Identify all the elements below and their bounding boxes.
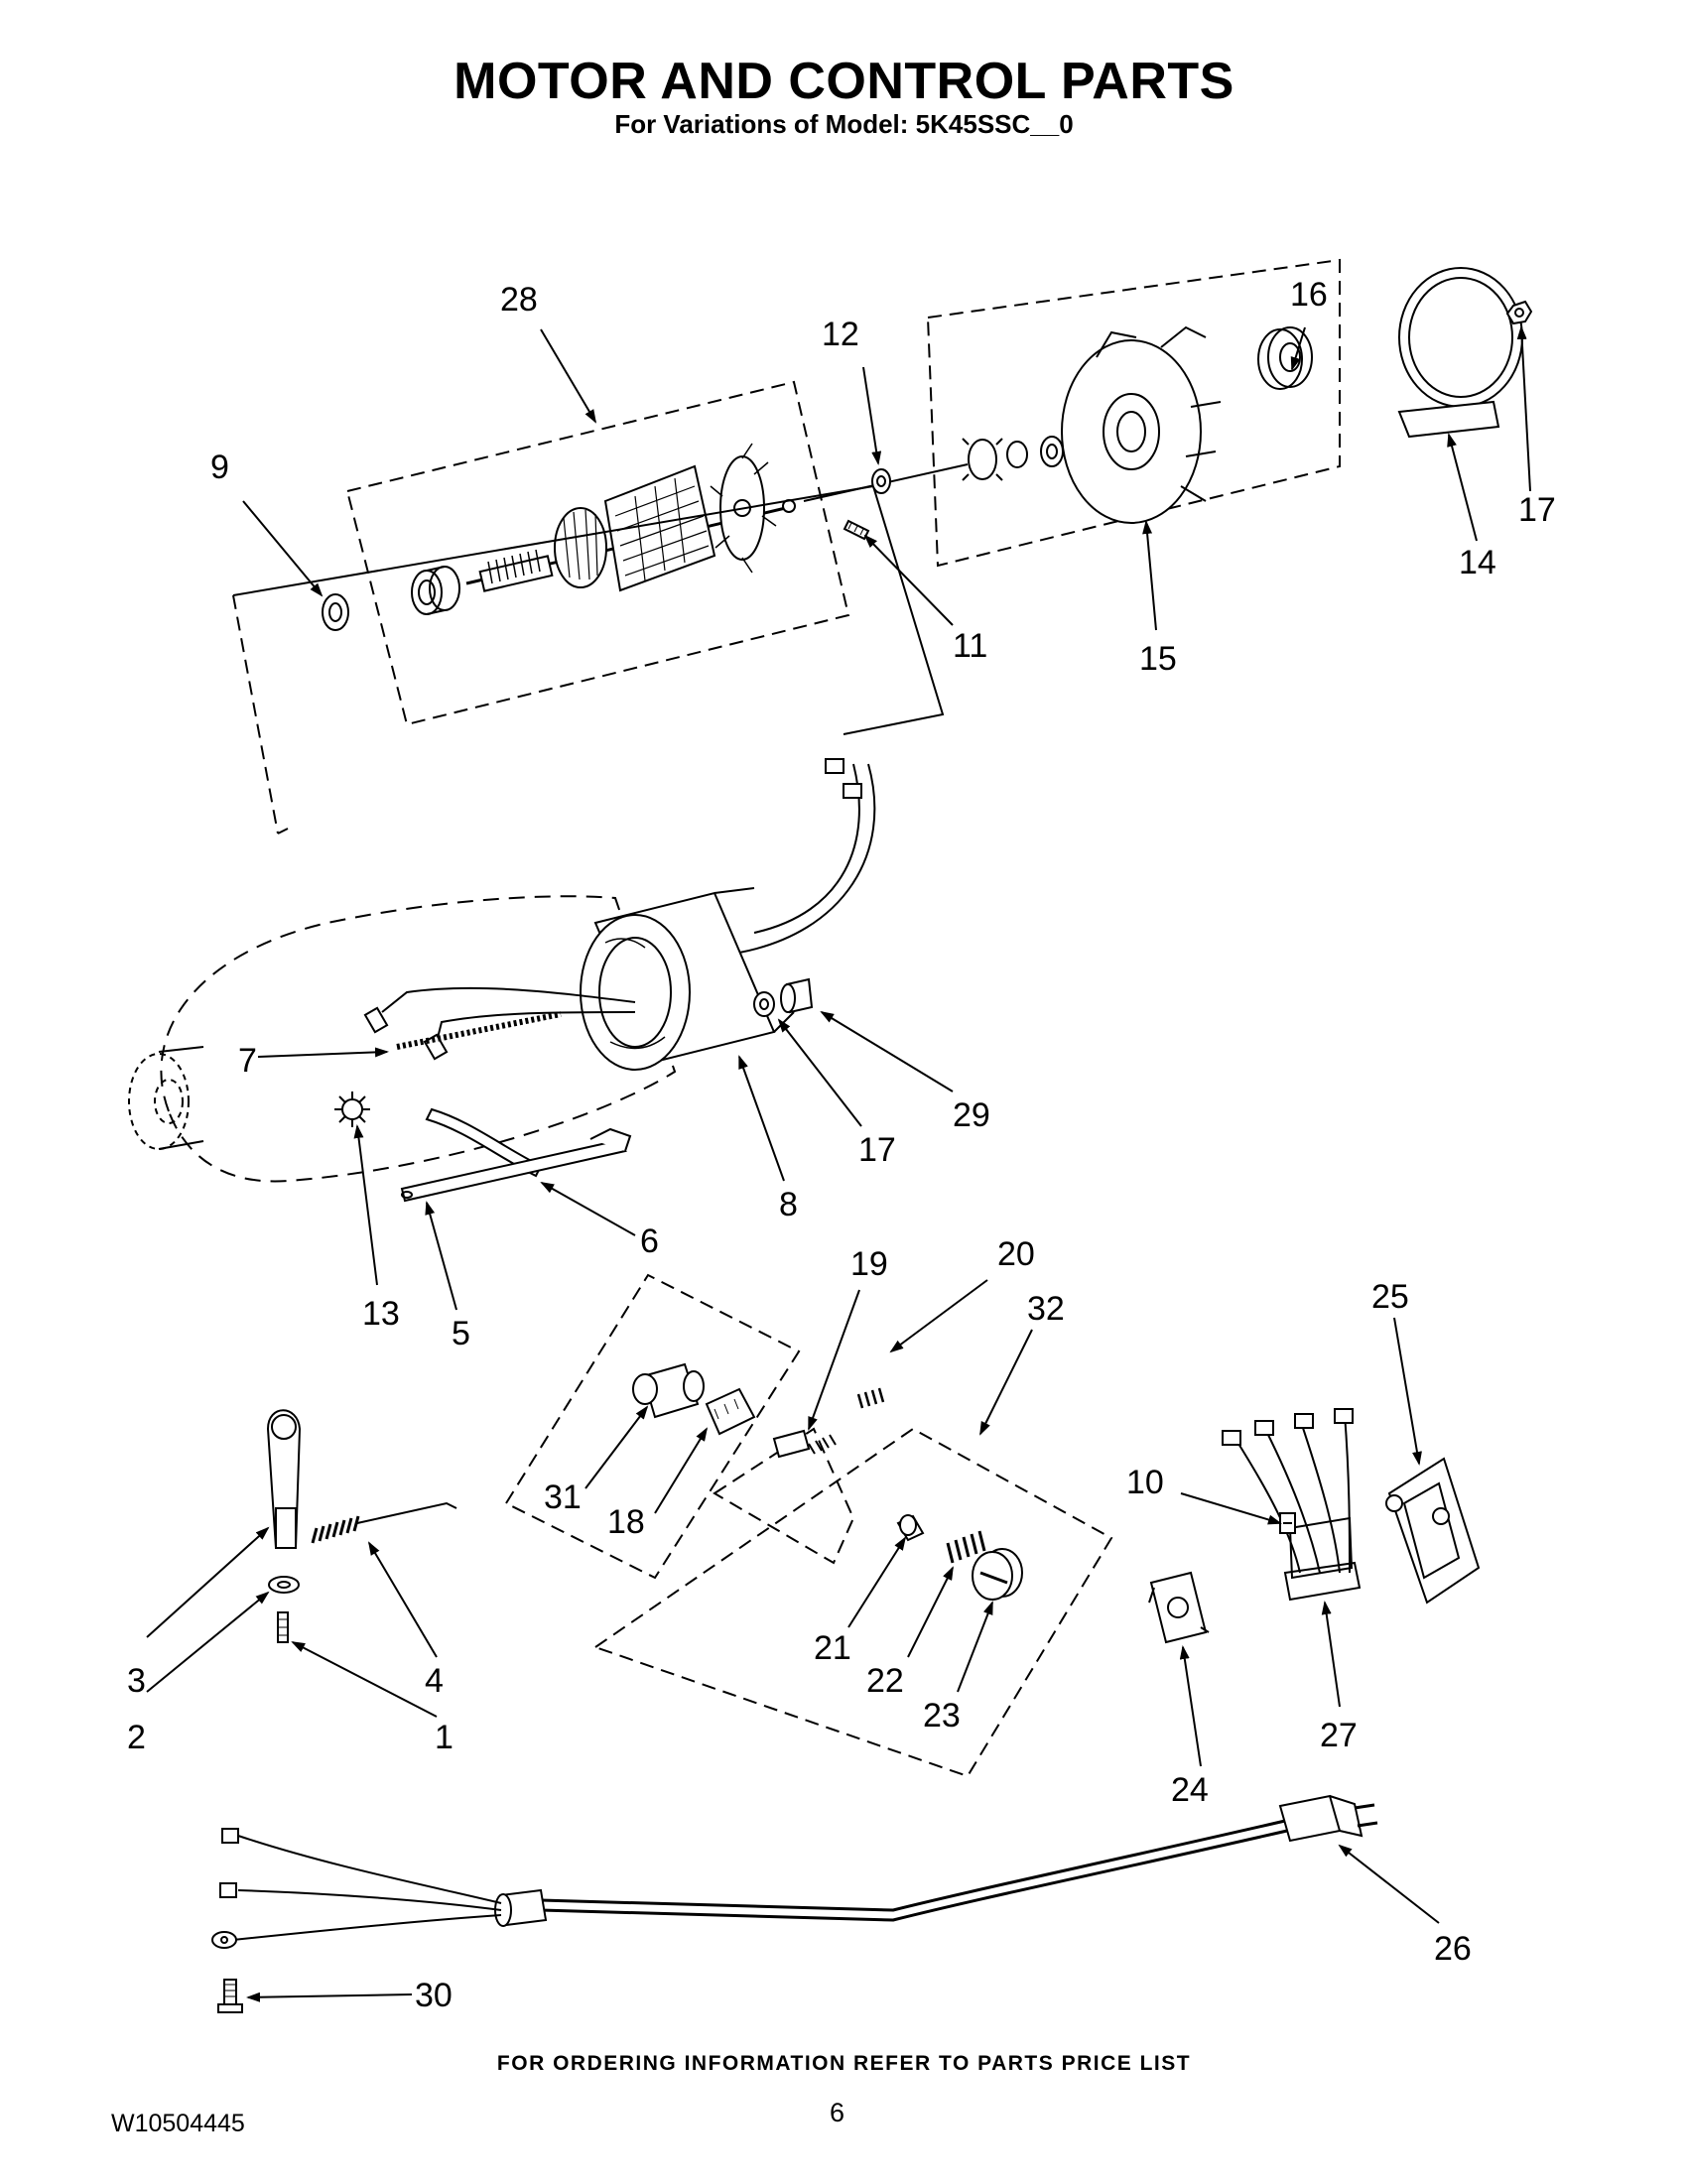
plunger-21: [896, 1514, 925, 1542]
brush-kit-boundary: [504, 1273, 801, 1580]
strain-relief: [494, 1888, 548, 1927]
bracket-5: [400, 1127, 632, 1203]
leader-arrows: [146, 325, 1531, 2002]
thrust-spring-7: [396, 1011, 562, 1050]
screw-23: [972, 1548, 1023, 1601]
callout-numbers: 28 12 16 9 17 14 11 15 7 29 17 8 6 13 5 …: [127, 276, 1556, 2014]
callout-28: 28: [500, 281, 538, 319]
callout-30: 30: [415, 1977, 453, 2014]
callout-29: 29: [953, 1096, 990, 1134]
callout-5: 5: [452, 1315, 470, 1352]
callout-27: 27: [1320, 1717, 1358, 1754]
power-cord-26: [211, 1794, 1378, 1949]
callout-26: 26: [1434, 1930, 1472, 1968]
screw-10: [1279, 1512, 1296, 1534]
callout-3: 3: [127, 1662, 146, 1700]
speed-control-boundary: [592, 1427, 1113, 1778]
control-plate-25: [1385, 1457, 1481, 1605]
armature-assembly: [345, 380, 850, 726]
end-bell-group-boundary: [926, 258, 1341, 568]
housing-outline: [232, 484, 945, 735]
gearcase-outline: [160, 895, 677, 1183]
screw-1: [277, 1611, 289, 1643]
bracket-14: [1397, 267, 1523, 439]
callout-15: 15: [1139, 640, 1177, 678]
brush-spring-19: [713, 1427, 855, 1565]
field-assembly: [580, 887, 795, 1071]
callout-8: 8: [779, 1186, 798, 1223]
nut-17-top: [1505, 300, 1533, 325]
callout-6: 6: [640, 1222, 659, 1260]
brush-18: [705, 1387, 756, 1436]
cord-leads: [211, 1828, 502, 1949]
end-bell: [1061, 325, 1222, 524]
switch-24: [1148, 1571, 1210, 1644]
star-washer-13: [334, 1092, 370, 1127]
callout-7: 7: [238, 1042, 257, 1080]
ordering-note: FOR ORDERING INFORMATION REFER TO PARTS …: [496, 2052, 1192, 2075]
callout-25: 25: [1371, 1278, 1409, 1316]
speed-control-assembly: [592, 1427, 1113, 1778]
armature-core: [554, 464, 716, 592]
sleeve-29: [780, 977, 814, 1014]
lever-3: [266, 1409, 302, 1549]
callout-17-mid: 17: [858, 1131, 896, 1169]
page-number: 6: [830, 2098, 845, 2127]
callout-24: 24: [1171, 1771, 1209, 1809]
callout-17-top: 17: [1518, 491, 1556, 529]
callout-12: 12: [822, 316, 859, 353]
bearing-9: [322, 593, 349, 631]
plug: [1278, 1794, 1378, 1843]
callout-23: 23: [923, 1697, 961, 1734]
washer-set: [962, 436, 1064, 481]
callout-2: 2: [127, 1719, 146, 1756]
brush-tube-31: [632, 1362, 705, 1419]
motor-field-frame: [128, 484, 945, 1183]
armature-group-boundary: [345, 380, 850, 726]
callout-13: 13: [362, 1295, 400, 1333]
spring-20: [856, 1387, 885, 1409]
callout-19: 19: [850, 1245, 888, 1283]
page-title: MOTOR AND CONTROL PARTS: [454, 53, 1234, 110]
callout-9: 9: [210, 449, 229, 486]
washer-2: [268, 1576, 300, 1594]
end-cap: [128, 1046, 204, 1150]
callout-18: 18: [607, 1503, 645, 1541]
callout-22: 22: [866, 1662, 904, 1700]
document-number: W10504445: [111, 2110, 245, 2137]
screw-30: [217, 1979, 243, 2013]
phase-control-27: [1222, 1408, 1362, 1602]
bearing-16: [1257, 326, 1313, 390]
bearing-part: [411, 566, 460, 615]
callout-1: 1: [435, 1719, 454, 1756]
callout-20: 20: [997, 1235, 1035, 1273]
armature-worm: [478, 549, 554, 592]
page-subtitle: For Variations of Model: 5K45SSC__0: [614, 109, 1074, 139]
callout-14: 14: [1459, 544, 1496, 581]
brush-kit: [504, 1273, 801, 1580]
spring-22: [946, 1530, 986, 1564]
callout-31: 31: [544, 1478, 582, 1516]
callout-10: 10: [1126, 1464, 1164, 1501]
spring-4: [311, 1501, 457, 1544]
nut-17-mid: [753, 991, 775, 1017]
callout-11: 11: [953, 627, 987, 665]
screw-11: [843, 519, 870, 541]
callout-16: 16: [1290, 276, 1328, 314]
callout-4: 4: [425, 1662, 444, 1700]
callout-32: 32: [1027, 1290, 1065, 1328]
washer-12: [871, 468, 891, 494]
callout-21: 21: [814, 1629, 851, 1667]
